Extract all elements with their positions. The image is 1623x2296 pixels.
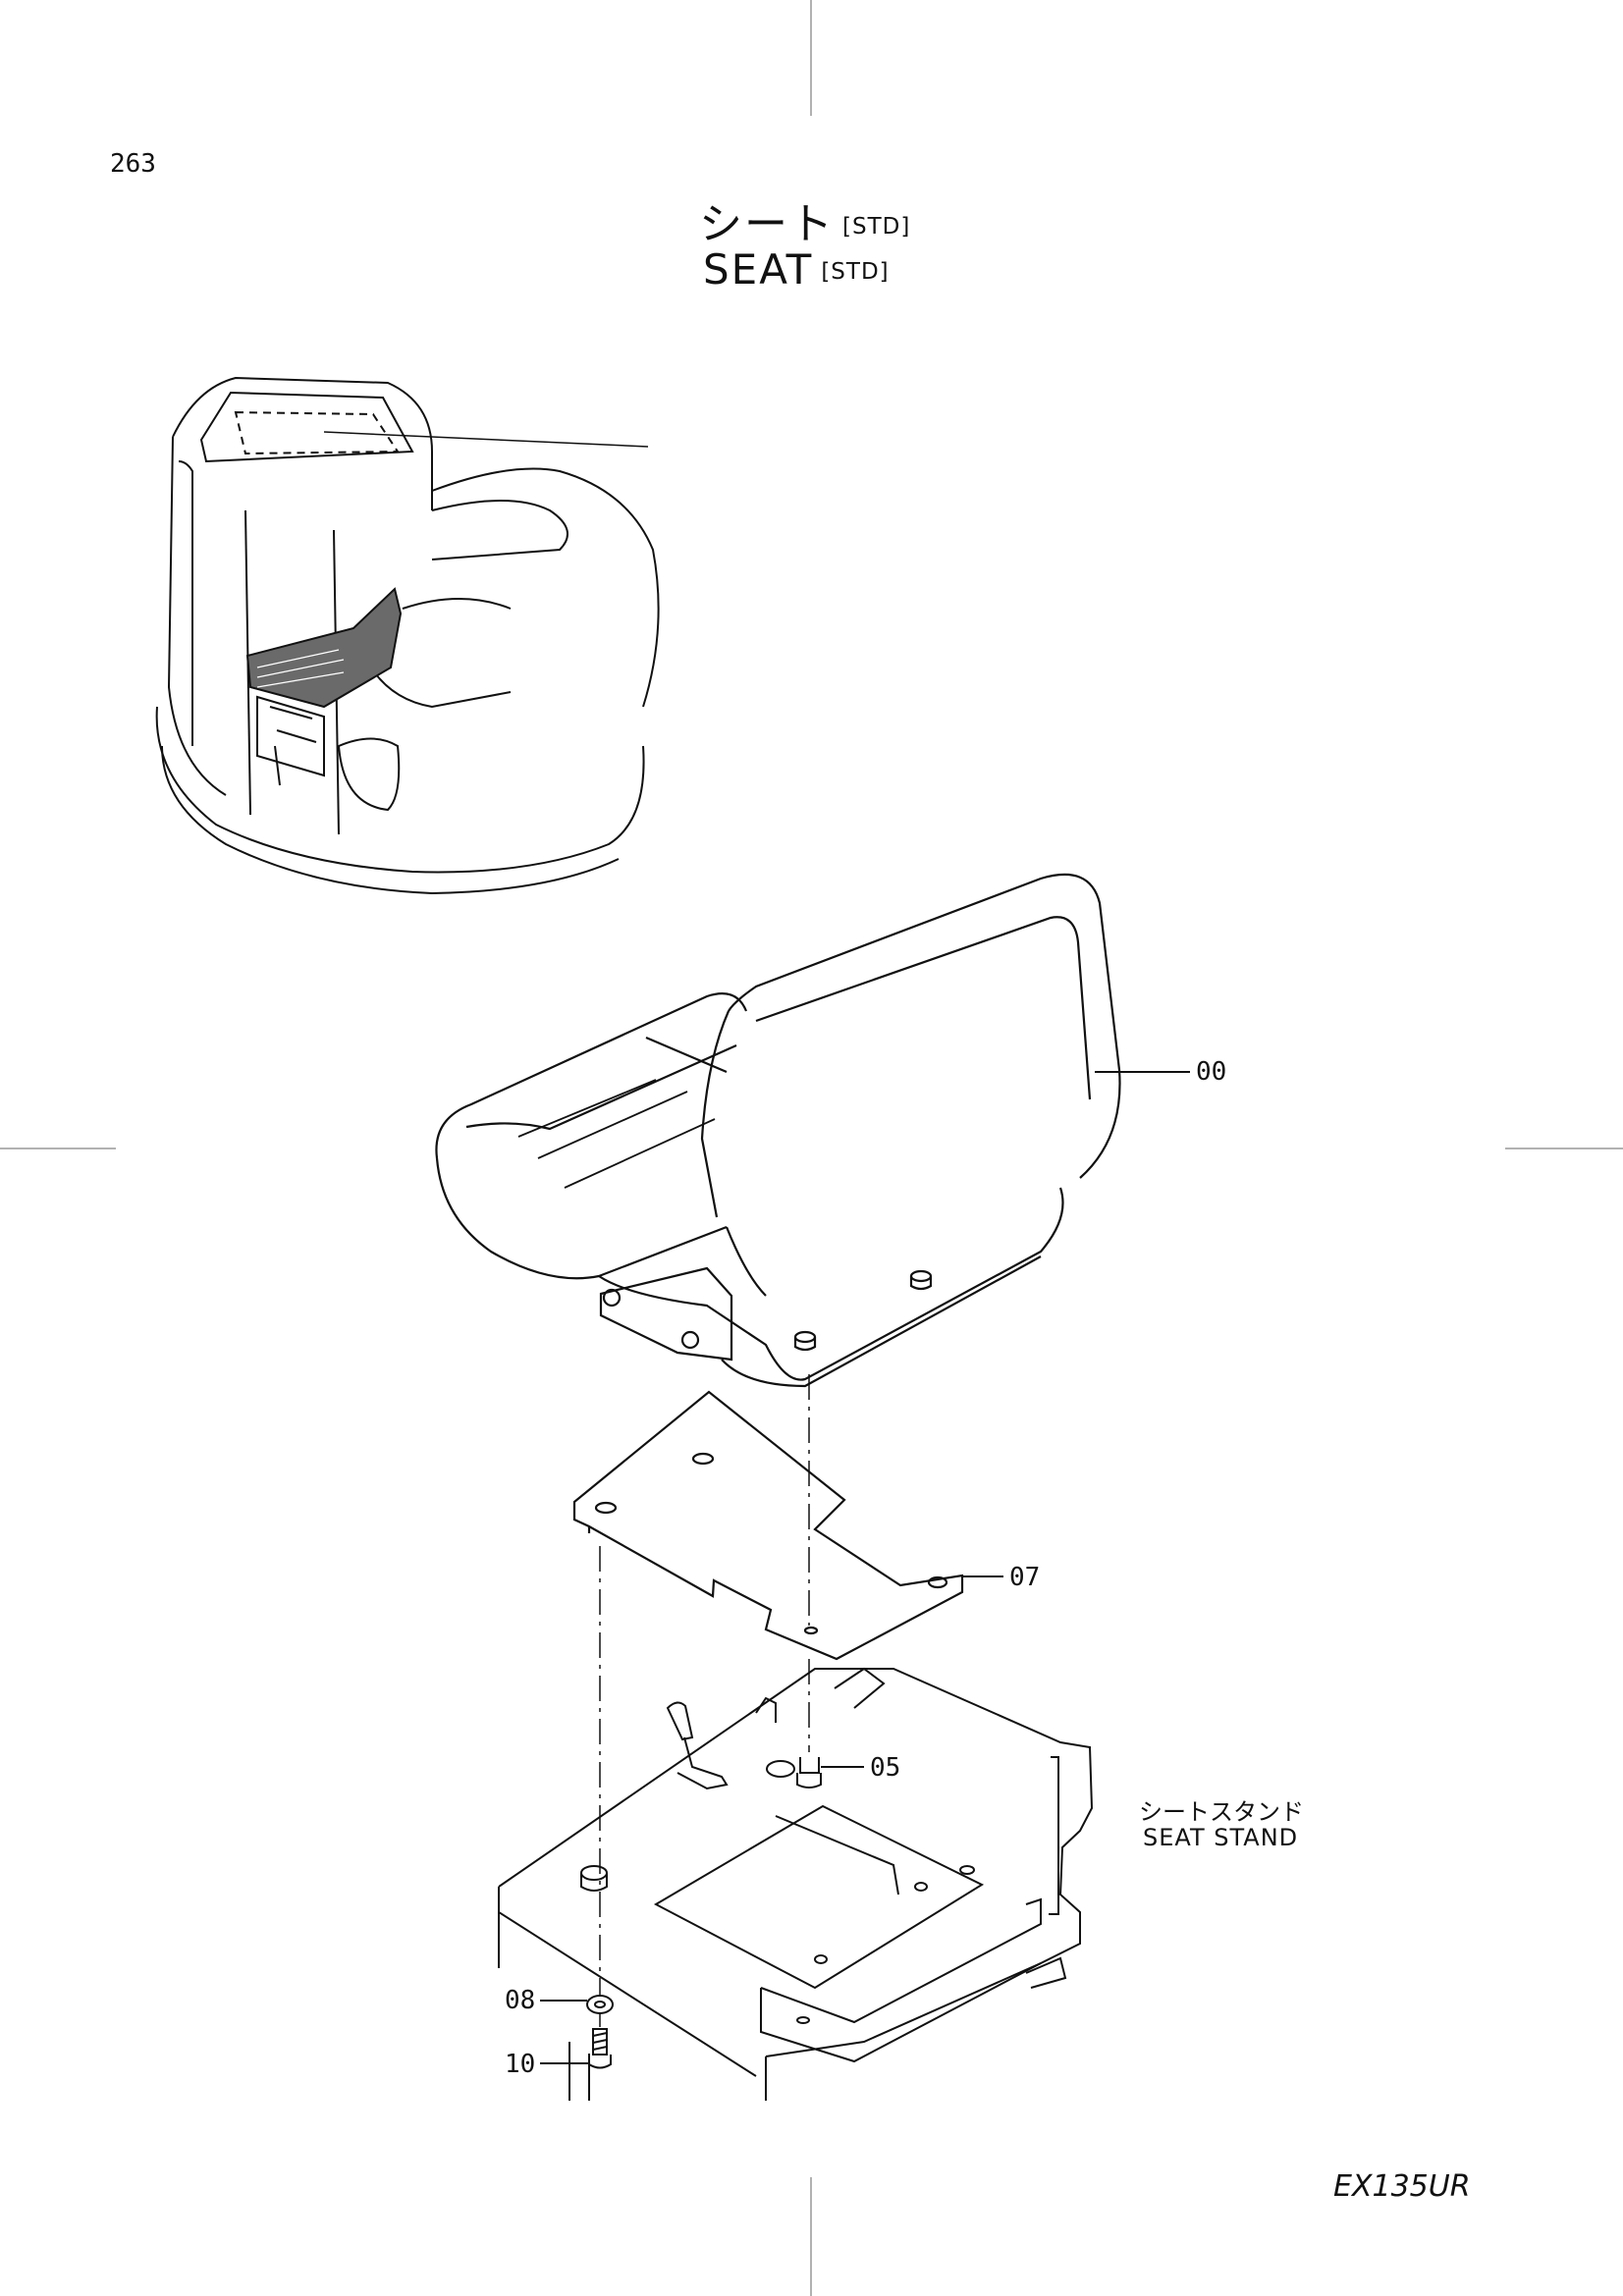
model-code: EX135UR: [1333, 2169, 1471, 2204]
page-title-japanese: シート [STD]: [699, 188, 910, 251]
page-number: 263: [110, 149, 156, 179]
callout-leaders: [540, 1071, 1190, 2064]
seat-stand-illustration: [498, 1667, 1094, 2101]
page-title-english: SEAT [STD]: [703, 245, 890, 294]
title-en-tag: [STD]: [821, 259, 890, 285]
cab-overview-illustration: [155, 376, 660, 895]
seat-stand-label-japanese: シートスタンド: [1139, 1798, 1304, 1826]
title-en-text: SEAT: [703, 245, 814, 294]
seat-plate-illustration: [572, 1390, 964, 1661]
callout-00-seat: 00: [1196, 1057, 1227, 1087]
seat-assembly-illustration: [435, 873, 1121, 1388]
seat-stand-label-english: SEAT STAND: [1143, 1824, 1299, 1851]
callout-10-bolt: 10: [505, 2050, 536, 2079]
fasteners-illustration: [586, 1757, 822, 2069]
title-ja-tag: [STD]: [842, 214, 911, 240]
callout-07-seat-plate: 07: [1009, 1563, 1041, 1592]
callout-08-washer: 08: [505, 1986, 536, 2015]
callout-05-bolt: 05: [870, 1753, 901, 1783]
title-ja-text: シート: [699, 199, 835, 249]
assembly-axis-lines: [599, 1374, 810, 2027]
